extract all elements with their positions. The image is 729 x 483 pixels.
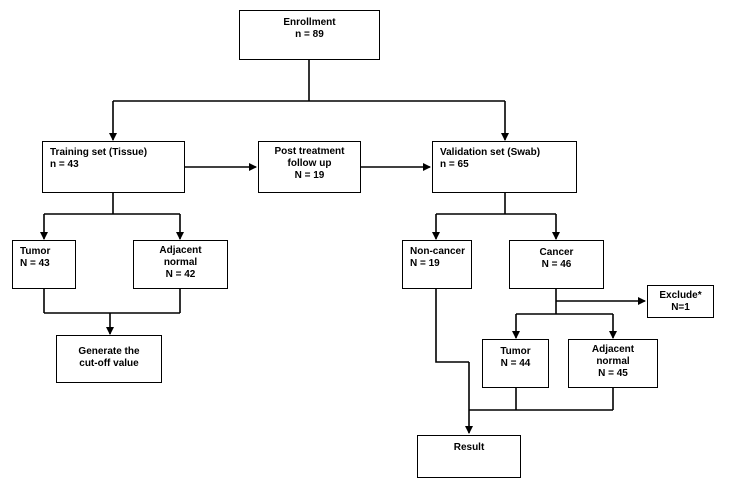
post-treatment-count: N = 19 [294,170,325,181]
non-cancer-label: Non-cancer [410,246,466,257]
validation-adjacent-label-1: Adjacent [591,344,635,355]
validation-tumor-count: N = 44 [500,358,531,369]
validation-set-label: Validation set (Swab) [440,147,541,158]
training-tumor-count: N = 43 [20,258,50,269]
exclude-box: Exclude* N=1 [647,285,714,318]
validation-adjacent-box: Adjacent normal N = 45 [568,339,658,388]
cutoff-label-1: Generate the [78,346,140,357]
training-adjacent-label-1: Adjacent [159,245,202,256]
result-label: Result [453,442,485,453]
result-box: Result [417,435,521,478]
validation-adjacent-count: N = 45 [598,368,628,379]
post-treatment-label-2: follow up [287,158,332,169]
cancer-count: N = 46 [541,259,572,270]
cancer-box: Cancer N = 46 [509,240,604,289]
enrollment-box: Enrollment n = 89 [239,10,380,60]
validation-adjacent-label-2: normal [596,356,630,367]
exclude-label: Exclude* [659,290,702,301]
post-treatment-box: Post treatment follow up N = 19 [258,141,361,193]
training-set-box: Training set (Tissue) n = 43 [42,141,185,193]
validation-tumor-label: Tumor [500,346,531,357]
training-adjacent-box: Adjacent normal N = 42 [133,240,228,289]
training-tumor-label: Tumor [20,246,51,257]
enrollment-count: n = 89 [295,29,324,40]
cutoff-box: Generate the cut-off value [56,335,162,383]
enrollment-label: Enrollment [283,17,336,28]
training-adjacent-count: N = 42 [165,269,196,280]
non-cancer-count: N = 19 [410,258,440,269]
training-adjacent-label-2: normal [163,257,198,268]
post-treatment-label-1: Post treatment [274,146,345,157]
validation-set-count: n = 65 [440,159,469,170]
validation-tumor-box: Tumor N = 44 [482,339,549,388]
connector-non-cancer-to-result [435,289,469,363]
training-set-count: n = 43 [50,159,79,170]
validation-set-box: Validation set (Swab) n = 65 [432,141,577,193]
exclude-count: N=1 [671,302,690,313]
training-tumor-box: Tumor N = 43 [12,240,76,289]
cutoff-label-2: cut-off value [79,358,139,369]
non-cancer-box: Non-cancer N = 19 [402,240,472,289]
cancer-label: Cancer [539,247,574,258]
training-set-label: Training set (Tissue) [50,147,148,158]
